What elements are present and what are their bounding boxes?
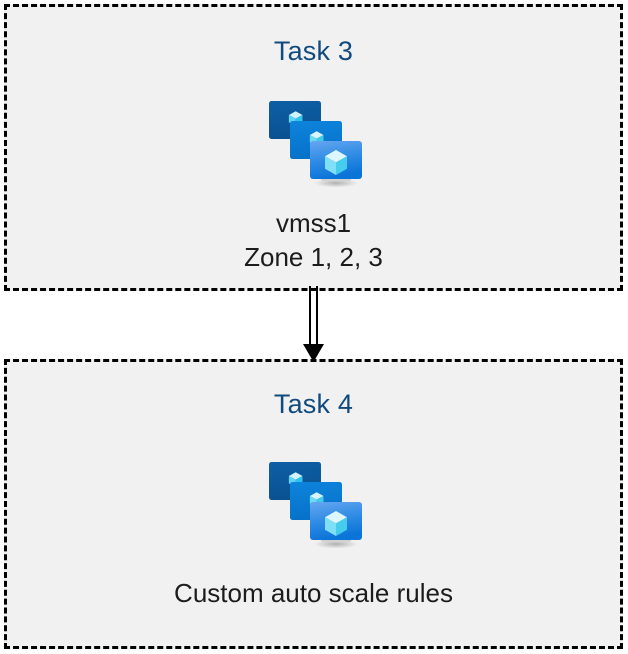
vmss-scale-set-icon [259,454,369,554]
task-box-task4-inner: Task 4 [7,362,620,646]
task-caption-task4: Custom auto scale rules [174,578,453,608]
task-caption-task3: vmss1 Zone 1, 2, 3 [244,208,383,272]
task-box-task3-inner: Task 3 [7,7,620,288]
task-title-task3: Task 3 [273,36,354,66]
task-title-task4: Task 4 [273,389,354,419]
connector-arrow-task3-to-task4 [289,286,339,364]
vmss-scale-set-icon [259,93,369,193]
task-box-task3[interactable]: Task 3 [4,4,623,291]
task-box-task4[interactable]: Task 4 [4,359,623,649]
